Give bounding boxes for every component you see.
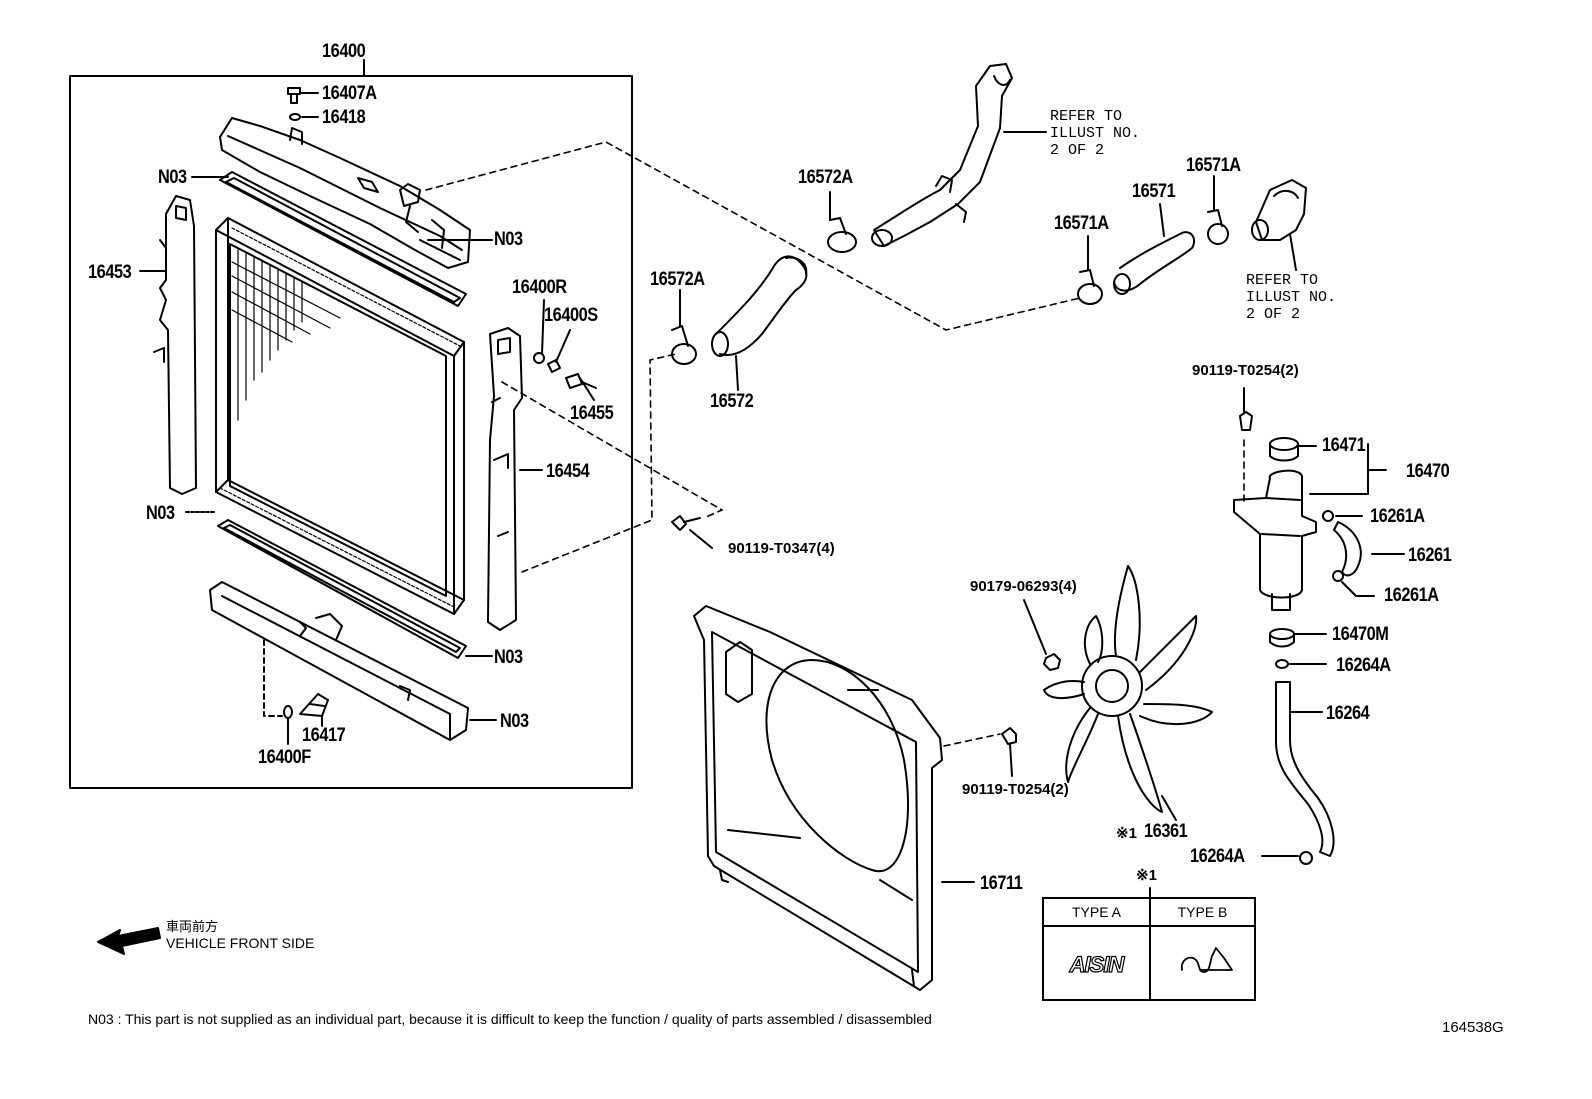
part-label-16571[interactable]: 16571 (1132, 181, 1176, 202)
part-label-n03-upper-gasket[interactable]: N03 (158, 167, 187, 188)
clamps-16571A-shape (1077, 175, 1229, 305)
refer-note-upper: REFER TO ILLUST NO. 2 OF 2 (1050, 108, 1141, 159)
dashed-leaders (425, 141, 1245, 747)
legend-type-b-header: TYPE B (1151, 899, 1254, 927)
upper-hose-16572-shape (711, 255, 808, 391)
reservoir-tank-16470-shape (1233, 387, 1387, 611)
bypass-hose-16571-shape (1113, 203, 1196, 295)
part-label-16455[interactable]: 16455 (570, 403, 614, 424)
part-label-16261[interactable]: 16261 (1408, 545, 1452, 566)
type-b-symbol (1180, 947, 1233, 973)
legend-mark: ※1 (1136, 867, 1157, 884)
part-label-16454[interactable]: 16454 (546, 461, 590, 482)
fan-type-legend: TYPE A AISIN TYPE B (1042, 897, 1256, 1001)
upper-gasket-shape (219, 171, 467, 307)
side-bracket-16453-shape (153, 195, 197, 495)
part-label-16400S[interactable]: 16400S (544, 305, 598, 326)
part-label-90179-06293[interactable]: 90179-06293(4) (970, 578, 1077, 595)
part-label-16261A-bottom[interactable]: 16261A (1384, 585, 1439, 606)
part-label-16470[interactable]: 16470 (1406, 461, 1450, 482)
part-label-16400[interactable]: 16400 (322, 41, 366, 62)
bolt-90119-T0347-shape (671, 515, 713, 549)
legend-type-a: TYPE A AISIN (1044, 899, 1149, 999)
part-label-16572A-upper[interactable]: 16572A (798, 167, 853, 188)
type-mark-16361: ※1 (1116, 825, 1137, 842)
part-label-16264A-top[interactable]: 16264A (1336, 655, 1391, 676)
part-label-16571A-left[interactable]: 16571A (1054, 213, 1109, 234)
overflow-hose-16261-shape (1322, 510, 1405, 597)
part-label-n03-core[interactable]: N03 (146, 503, 175, 524)
part-label-90119-T0254-fan[interactable]: 90119-T0254(2) (962, 781, 1069, 798)
part-label-16261A-top[interactable]: 16261A (1370, 506, 1425, 527)
side-bracket-16454-shape (487, 327, 523, 631)
clamp-16572A-upper-shape (827, 191, 857, 253)
vehicle-front-arrow (97, 927, 161, 955)
part-label-16400F[interactable]: 16400F (258, 747, 311, 768)
legend-type-a-header: TYPE A (1044, 899, 1149, 927)
radiator-assembly-frame (69, 75, 633, 789)
nut-90179-06293-shape (1023, 599, 1061, 671)
vehicle-front-english: VEHICLE FRONT SIDE (166, 935, 315, 951)
part-label-n03-lower-tank[interactable]: N03 (500, 711, 529, 732)
part-label-16264A-bottom[interactable]: 16264A (1190, 846, 1245, 867)
part-label-16572A-lower[interactable]: 16572A (650, 269, 705, 290)
part-label-16361[interactable]: 16361 (1144, 821, 1188, 842)
part-label-16264[interactable]: 16264 (1326, 703, 1370, 724)
radiator-cap-16407A-shape (287, 87, 319, 104)
part-label-n03-upper-tank[interactable]: N03 (494, 229, 523, 250)
clamp-16572A-lower-shape (671, 289, 697, 365)
part-label-16572[interactable]: 16572 (710, 391, 754, 412)
illustration-id: 164538G (1442, 1019, 1504, 1036)
vehicle-front-japanese: 車両前方 (166, 919, 219, 934)
part-label-16418[interactable]: 16418 (322, 107, 366, 128)
part-label-16470M[interactable]: 16470M (1332, 624, 1389, 645)
part-label-90119-T0254-reservoir[interactable]: 90119-T0254(2) (1192, 362, 1299, 379)
refer-note-right: REFER TO ILLUST NO. 2 OF 2 (1246, 272, 1337, 323)
drain-cock-shapes (263, 639, 329, 745)
part-label-16400R[interactable]: 16400R (512, 277, 567, 298)
water-inlet-fitting-shape (1251, 179, 1307, 271)
water-outlet-pipe-shape (871, 63, 1047, 247)
bolt-90119-T0254-fan-shape (1001, 727, 1017, 777)
o-ring-16418-shape (289, 113, 319, 121)
radiator-core-shape (215, 217, 465, 615)
part-label-16571A-right[interactable]: 16571A (1186, 155, 1241, 176)
part-label-16417[interactable]: 16417 (302, 725, 346, 746)
fan-shroud-16711-shape (693, 605, 975, 991)
part-label-16471[interactable]: 16471 (1322, 435, 1366, 456)
footnote-n03: N03 : This part is not supplied as an in… (88, 1011, 932, 1027)
part-label-16407A[interactable]: 16407A (322, 83, 377, 104)
fan-16361-shape (1043, 565, 1213, 821)
part-label-16711[interactable]: 16711 (980, 873, 1023, 894)
part-label-16453[interactable]: 16453 (88, 262, 132, 283)
bracket-hardware-shapes (533, 299, 597, 401)
part-label-n03-lower-gasket[interactable]: N03 (494, 647, 523, 668)
reservoir-hose-16264-shapes (1261, 628, 1335, 865)
lower-gasket-shape (217, 519, 467, 659)
legend-type-b: TYPE B (1149, 899, 1254, 999)
radiator-lower-tank-shape (209, 581, 469, 741)
part-label-90119-T0347[interactable]: 90119-T0347(4) (728, 540, 835, 557)
aisin-logo: AISIN (1069, 951, 1125, 977)
